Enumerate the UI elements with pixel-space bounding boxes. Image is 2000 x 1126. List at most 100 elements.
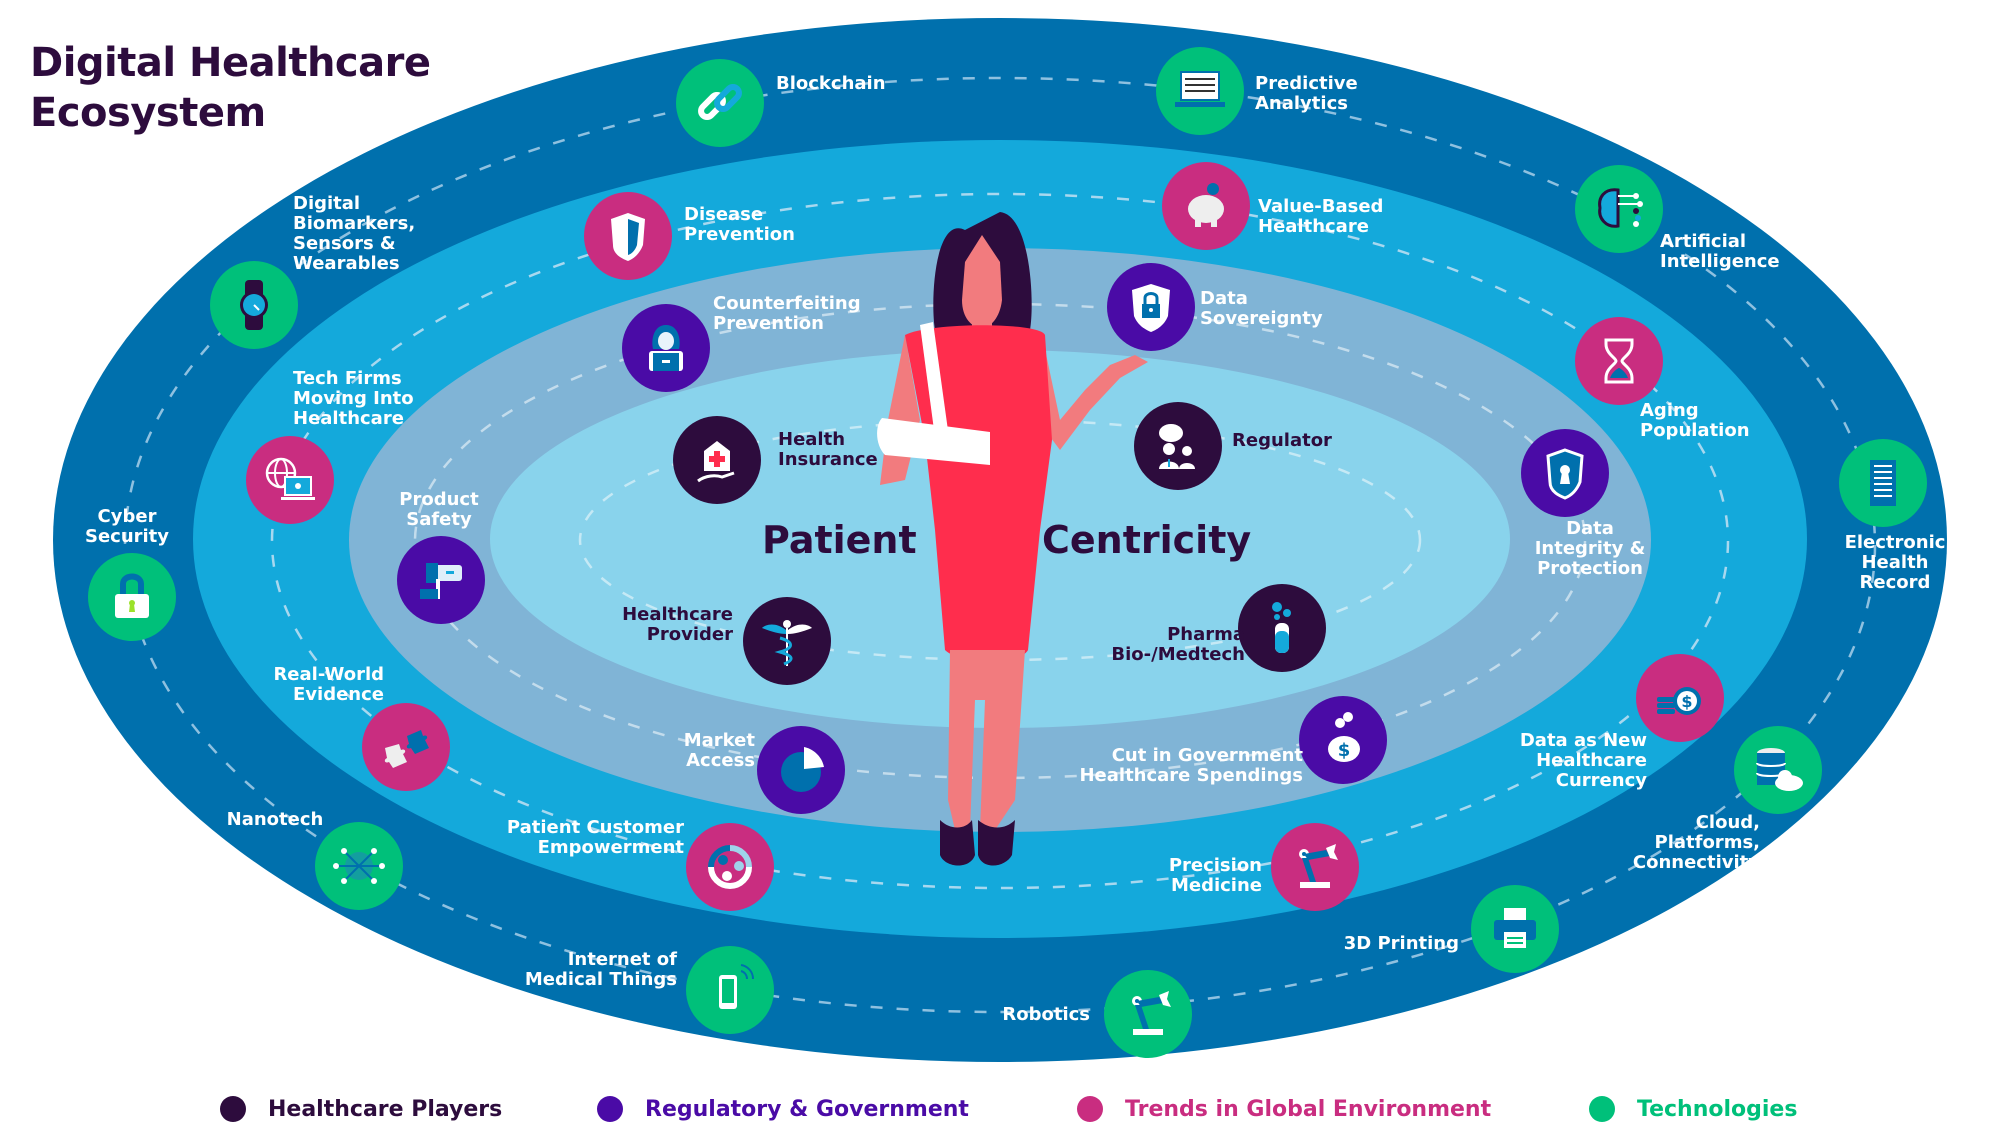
- node-label-nanotech: Nanotech: [226, 809, 324, 830]
- node-label-data-integrity: Data Integrity & Protection: [1534, 518, 1646, 579]
- right-arm: [1042, 335, 1148, 450]
- node-label-electronic-health-record: Electronic Health Record: [1844, 532, 1946, 593]
- people-circle-icon: [686, 823, 774, 911]
- pie-chart-icon: [757, 726, 845, 814]
- node-label-regulator: Regulator: [1232, 430, 1332, 451]
- ring-inner-path: [578, 418, 1422, 662]
- legend-technologies: Technologies: [1589, 1096, 1797, 1122]
- shield-keyhole-icon-glyph: [1546, 448, 1584, 500]
- robot-arm-icon: [1104, 970, 1192, 1058]
- brain-circuit-icon-glyph: [1598, 188, 1643, 228]
- legend-dot-icon: [1077, 1096, 1103, 1122]
- node-label-aging-population: Aging Population: [1640, 400, 1750, 441]
- node-label-cut-in-government: Cut in Government Healthcare Spendings: [1079, 745, 1303, 786]
- people-circle-icon-glyph: [708, 845, 752, 889]
- node-label-robotics: Robotics: [1002, 1004, 1090, 1025]
- document-icon: [1839, 439, 1927, 527]
- coins-dollar-icon-glyph: $: [1657, 687, 1701, 715]
- arm-cast: [877, 418, 990, 465]
- padlock-icon: [88, 553, 176, 641]
- shield-icon: [584, 192, 672, 280]
- legend-regulatory: Regulatory & Government: [597, 1096, 969, 1122]
- molecule-icon-glyph: [333, 848, 385, 884]
- node-label-patient-customer-empowerment: Patient Customer Empowerment: [506, 817, 684, 858]
- printer-icon: [1471, 885, 1559, 973]
- document-icon-glyph: [1870, 460, 1896, 506]
- node-label-counterfeiting-prevention: Counterfeiting Prevention: [713, 293, 861, 334]
- chain-link-icon-glyph: [698, 84, 742, 120]
- robot-arm-icon: [1271, 823, 1359, 911]
- node-label-data-sovereignty: Data Sovereignty: [1200, 288, 1323, 329]
- right-shoe: [978, 820, 1015, 866]
- node-label-cloud: Cloud, Platforms, Connectivity: [1632, 812, 1760, 873]
- globe-laptop-icon-glyph: [265, 457, 315, 500]
- legend-dot-icon: [220, 1096, 246, 1122]
- node-label-pharma: Pharma Bio-/Medtech: [1111, 624, 1245, 665]
- legend-label: Technologies: [1637, 1096, 1798, 1122]
- legend-trends: Trends in Global Environment: [1077, 1096, 1491, 1122]
- robot-arm-icon-glyph: [1299, 844, 1338, 888]
- people-speech-icon-glyph: [1159, 424, 1195, 469]
- ring-second-path: [270, 192, 1730, 890]
- caduceus-icon-glyph: [762, 620, 812, 666]
- puzzle-icon: [362, 703, 450, 791]
- page-title: Digital Healthcare Ecosystem: [30, 40, 431, 136]
- coins-dollar-icon: $: [1636, 654, 1724, 742]
- sling-strap: [920, 322, 950, 445]
- node-label-health-insurance: Health Insurance: [778, 429, 878, 470]
- laptop-binary-icon-glyph: [1175, 71, 1225, 107]
- smartwatch-icon-glyph: [240, 280, 268, 330]
- puzzle-icon-glyph: [384, 730, 429, 768]
- patient-figure: [877, 212, 1148, 866]
- node-label-market-access: Market Access: [683, 730, 755, 771]
- hooded-hacker-icon-glyph: [649, 325, 683, 371]
- smartwatch-icon: [210, 261, 298, 349]
- node-label-tech-firms: Tech Firms Moving Into Healthcare: [293, 368, 414, 429]
- shield-icon-glyph: [611, 213, 645, 261]
- caduceus-icon: [743, 597, 831, 685]
- ring-third-path: [413, 302, 1587, 780]
- legend-label: Healthcare Players: [268, 1096, 503, 1122]
- node-label-3d-printing: 3D Printing: [1343, 933, 1459, 954]
- piggy-bank-coins-icon-glyph: $: [1328, 712, 1360, 762]
- database-cloud-icon-glyph: [1756, 748, 1803, 791]
- test-tube-icon-glyph: [1272, 602, 1291, 653]
- center-label-left: Patient: [762, 518, 917, 562]
- shield-lock-icon-glyph: [1132, 284, 1170, 332]
- hand-house-cross-icon-glyph: [697, 441, 735, 483]
- node-label-product-safety: Product Safety: [399, 489, 479, 530]
- ring-outer-path: [123, 76, 1877, 1014]
- shield-keyhole-icon: [1521, 429, 1609, 517]
- piggy-bank-icon-glyph: [1188, 183, 1224, 227]
- test-tube-icon: [1238, 584, 1326, 672]
- node-label-value-based-healthcare: Value-Based Healthcare: [1258, 196, 1384, 237]
- hourglass-icon-glyph: [1604, 338, 1634, 384]
- legend-label: Regulatory & Government: [645, 1096, 969, 1122]
- shield-lock-icon: [1107, 263, 1195, 351]
- node-label-data-as-currency: Data as New Healthcare Currency: [1519, 730, 1647, 791]
- people-speech-icon: [1134, 402, 1222, 490]
- molecule-icon: [315, 822, 403, 910]
- globe-laptop-icon: [246, 436, 334, 524]
- node-label-precision-medicine: Precision Medicine: [1168, 855, 1262, 896]
- node-label-predictive-analytics: Predictive Analytics: [1255, 73, 1358, 114]
- node-label-real-world-evidence: Real-World Evidence: [273, 664, 384, 705]
- security-camera-icon-glyph: [420, 563, 462, 599]
- svg-text:$: $: [1338, 740, 1351, 761]
- node-label-artificial-intelligence: Artificial Intelligence: [1660, 231, 1780, 272]
- laptop-binary-icon: [1156, 47, 1244, 135]
- hand-house-cross-icon: [673, 416, 761, 504]
- piggy-bank-coins-icon: $: [1299, 696, 1387, 784]
- node-label-blockchain: Blockchain: [776, 73, 886, 94]
- pie-chart-icon-glyph: [781, 747, 824, 792]
- hourglass-icon: [1575, 317, 1663, 405]
- brain-circuit-icon: [1575, 165, 1663, 253]
- legend-label: Trends in Global Environment: [1125, 1096, 1492, 1122]
- hooded-hacker-icon: [622, 304, 710, 392]
- piggy-bank-icon: [1162, 162, 1250, 250]
- left-shoe: [940, 820, 975, 866]
- padlock-icon-glyph: [115, 573, 149, 618]
- face: [962, 235, 1002, 328]
